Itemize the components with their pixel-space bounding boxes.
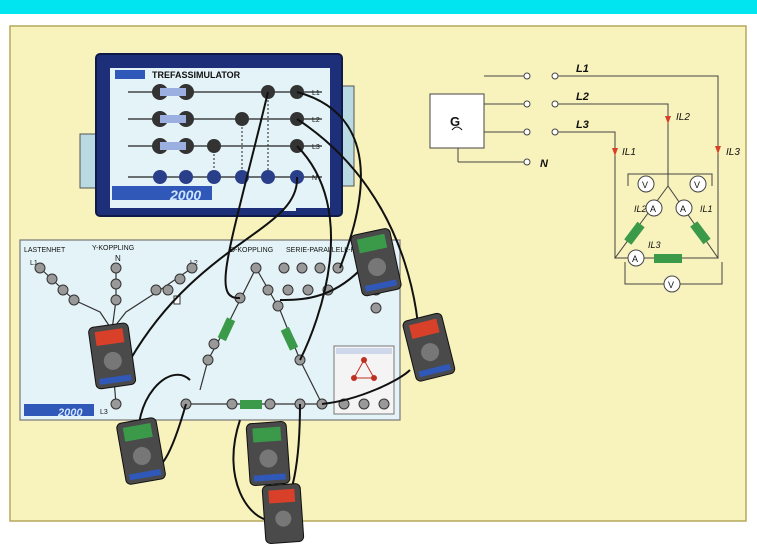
meter-voltmeter-bottom bbox=[262, 483, 304, 544]
socket[interactable] bbox=[371, 375, 377, 381]
terminal bbox=[524, 129, 530, 135]
socket[interactable] bbox=[153, 170, 167, 184]
socket[interactable] bbox=[359, 399, 369, 409]
socket[interactable] bbox=[361, 357, 367, 363]
line-label-l1: L1 bbox=[576, 63, 589, 75]
label-y-koppling: Y-KOPPLING bbox=[92, 245, 134, 252]
resistor-delta-bottom bbox=[654, 254, 682, 263]
ammeter-bottom-label: A bbox=[632, 254, 638, 264]
label-y-l3: L3 bbox=[100, 409, 108, 416]
terminal bbox=[552, 101, 558, 107]
neutral-label: N bbox=[540, 158, 549, 170]
socket[interactable] bbox=[187, 263, 197, 273]
fuse-bridge bbox=[160, 115, 186, 123]
socket[interactable] bbox=[379, 399, 389, 409]
terminal bbox=[552, 73, 558, 79]
ammeter-left-label: A bbox=[650, 204, 656, 214]
label-d-koppling: D-KOPPLING bbox=[230, 247, 273, 254]
socket[interactable] bbox=[111, 279, 121, 289]
fuse-bridge bbox=[160, 142, 186, 150]
simulator-title: TREFASSIMULATOR bbox=[152, 70, 241, 80]
socket[interactable] bbox=[151, 285, 161, 295]
label-lastenhet: LASTENHET bbox=[24, 247, 66, 254]
line-label-l2: L2 bbox=[576, 91, 589, 103]
load-board-brand: 2000 bbox=[57, 407, 83, 419]
socket[interactable] bbox=[47, 274, 57, 284]
meter-voltmeter-y bbox=[88, 322, 136, 389]
current-label-il2: IL2 bbox=[676, 112, 690, 123]
socket[interactable] bbox=[203, 355, 213, 365]
socket[interactable] bbox=[283, 285, 293, 295]
resistor-d-bottom bbox=[240, 400, 262, 409]
socket[interactable] bbox=[69, 295, 79, 305]
simulator-board: TREFASSIMULATOR 2000 bbox=[80, 54, 354, 216]
generator-label: G bbox=[450, 114, 460, 129]
terminal bbox=[524, 101, 530, 107]
socket[interactable] bbox=[315, 263, 325, 273]
socket[interactable] bbox=[351, 375, 357, 381]
simulator-phase-l1: L1 bbox=[312, 90, 320, 97]
current-label-il3: IL3 bbox=[726, 147, 740, 158]
current-label-delta-right: IL1 bbox=[700, 204, 713, 214]
label-y-n: N bbox=[115, 254, 121, 263]
meter-ammeter-middle bbox=[246, 421, 290, 486]
fuse-bridge bbox=[160, 88, 186, 96]
meter-display bbox=[268, 489, 295, 504]
simulator-logo bbox=[115, 70, 145, 79]
simulator-brand: 2000 bbox=[169, 187, 201, 203]
socket[interactable] bbox=[279, 263, 289, 273]
socket[interactable] bbox=[111, 295, 121, 305]
socket[interactable] bbox=[58, 285, 68, 295]
socket[interactable] bbox=[297, 263, 307, 273]
socket[interactable] bbox=[227, 399, 237, 409]
meter-display bbox=[252, 427, 281, 443]
socket[interactable] bbox=[35, 263, 45, 273]
socket[interactable] bbox=[111, 263, 121, 273]
voltmeter-left-label: V bbox=[642, 180, 648, 190]
socket[interactable] bbox=[371, 303, 381, 313]
line-label-l3: L3 bbox=[576, 119, 589, 131]
current-label-il1-left: IL1 bbox=[622, 147, 636, 158]
current-label-delta-bottom: IL3 bbox=[648, 240, 661, 250]
socket[interactable] bbox=[179, 170, 193, 184]
simulator-phase-n: N bbox=[312, 175, 317, 182]
socket[interactable] bbox=[163, 285, 173, 295]
socket[interactable] bbox=[235, 112, 249, 126]
socket[interactable] bbox=[261, 170, 275, 184]
socket[interactable] bbox=[273, 301, 283, 311]
voltmeter-bottom-label: V bbox=[668, 280, 674, 290]
terminal bbox=[524, 73, 530, 79]
socket[interactable] bbox=[251, 263, 261, 273]
simulator-phase-l3: L3 bbox=[312, 144, 320, 151]
socket[interactable] bbox=[209, 339, 219, 349]
voltmeter-right-label: V bbox=[694, 180, 700, 190]
socket[interactable] bbox=[207, 170, 221, 184]
socket[interactable] bbox=[265, 399, 275, 409]
socket[interactable] bbox=[207, 139, 221, 153]
socket[interactable] bbox=[175, 274, 185, 284]
terminal bbox=[552, 129, 558, 135]
socket[interactable] bbox=[263, 285, 273, 295]
top-bar bbox=[0, 0, 757, 14]
ammeter-right-label: A bbox=[680, 204, 686, 214]
socket[interactable] bbox=[303, 285, 313, 295]
simulator-phase-l2: L2 bbox=[312, 117, 320, 124]
current-label-delta-left: IL2 bbox=[634, 204, 647, 214]
y-subpanel-label-strip bbox=[336, 348, 392, 354]
terminal bbox=[524, 159, 530, 165]
socket[interactable] bbox=[111, 399, 121, 409]
